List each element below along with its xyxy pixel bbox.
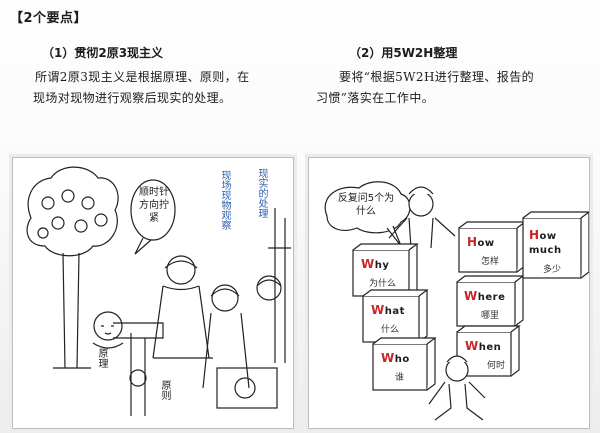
section-heading-1: （1）贯彻2原3现主义 <box>42 46 164 60</box>
section-body-1-line1: 所谓2原3现主义是根据原理、原则，在 <box>35 70 250 84</box>
box-caption-who: 谁 <box>395 373 405 383</box>
box-when <box>456 325 521 377</box>
box-caption-why: 为什么 <box>369 279 397 289</box>
tree-crown <box>26 166 119 257</box>
label-principle: 原理 <box>96 348 107 368</box>
box-caption-what: 什么 <box>381 325 400 335</box>
section-body-2-line2: 习惯”落实在工作中。 <box>316 91 435 105</box>
illustration-2gen3gen: 原理 顺时针方向拧紧 原则 现场现物观察 现实的处理 <box>12 157 294 429</box>
section-body-1-line2: 现场对现物进行观察后现实的处理。 <box>33 91 232 105</box>
box-who <box>372 337 437 391</box>
label-clockwise: 顺时针方向拧紧 <box>139 187 169 224</box>
illustration-2gen3gen-drawing <box>26 166 291 416</box>
speech-bubble-left <box>130 179 176 241</box>
box-where <box>456 275 525 327</box>
box-label-when: When <box>465 339 502 353</box>
box-label-how: How <box>467 235 495 249</box>
box-caption-when: 何时 <box>487 361 506 371</box>
box-caption-how: 怎样 <box>481 257 500 267</box>
label-onsite-observation: 现场现物观察 <box>219 170 230 230</box>
box-label-how-much: How much <box>529 228 562 256</box>
section-heading-2: （2）用5W2H整理 <box>349 46 458 60</box>
illustration-5w2h: 反复问5个为什么 Why 为什么 What 什么 Who 谁 How 怎样 Wh… <box>308 157 590 429</box>
label-rule: 原则 <box>159 380 170 400</box>
box-caption-how-much: 多少 <box>543 265 562 275</box>
box-how-much <box>522 211 589 279</box>
worker-3-head <box>256 275 282 301</box>
runner-head <box>445 358 469 382</box>
box-label-who: Who <box>381 351 410 365</box>
label-ask-why-5-times: 反复问5个为什么 <box>337 193 395 217</box>
child-head <box>93 311 123 341</box>
box-what <box>362 289 429 343</box>
section-title: 【2个要点】 <box>10 11 88 26</box>
presenter-head <box>408 191 434 217</box>
section-body-2-line1: 要将“根据5W2H进行整理、报告的 <box>339 70 535 84</box>
box-label-why: Why <box>361 257 390 271</box>
label-real-handling: 现实的处理 <box>256 168 267 218</box>
section-body-1: 所谓2原3现主义是根据原理、原则，在 现场对现物进行观察后现实的处理。 <box>33 67 249 109</box>
box-label-where: Where <box>464 289 506 303</box>
tree-trunk <box>53 252 91 369</box>
box-caption-where: 哪里 <box>481 311 500 321</box>
worker-1-head <box>166 255 196 285</box>
box-label-what: What <box>371 303 405 317</box>
illustration-5w2h-drawing <box>324 181 589 421</box>
worker-2-head <box>211 284 239 312</box>
section-body-2: 要将“根据5W2H进行整理、报告的 习惯”落实在工作中。 <box>316 67 534 109</box>
